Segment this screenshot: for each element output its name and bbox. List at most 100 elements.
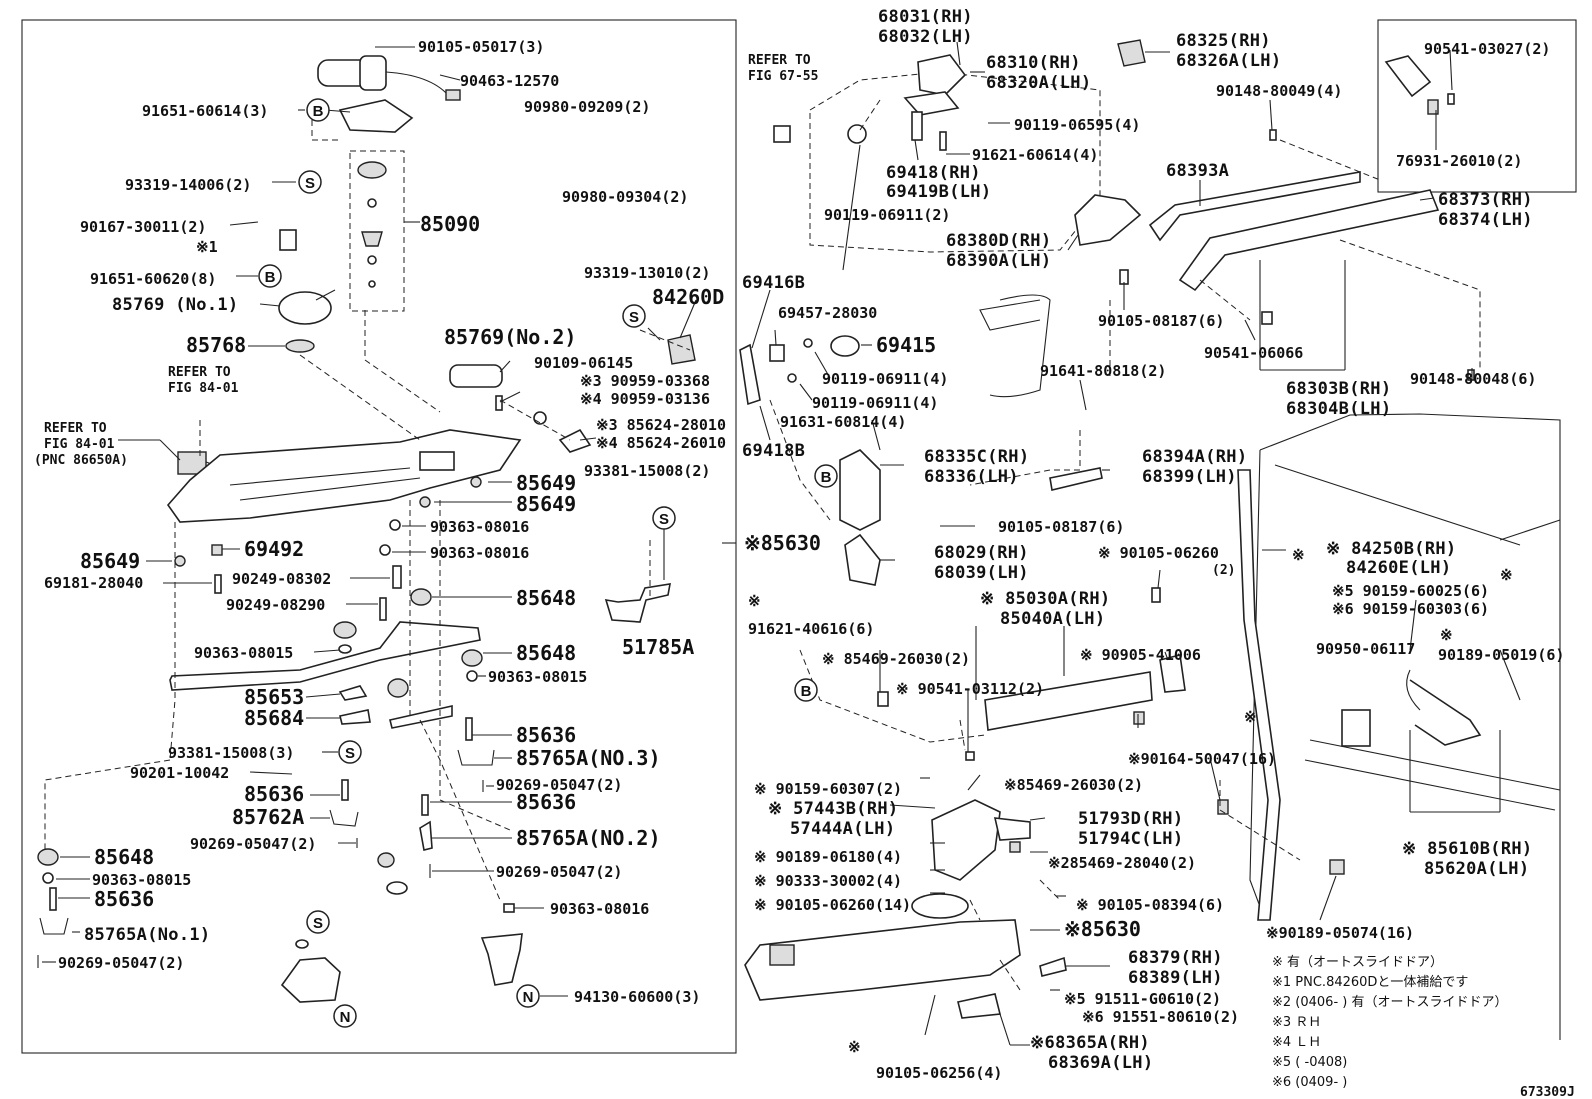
part-label: 85653 [244,685,304,709]
part-label: ※ 84250B(RH) [1326,539,1456,559]
note-line: ※4 ＬＨ [1272,1035,1321,1050]
part-label: 90980-09304(2) [562,188,688,206]
part-label: 76931-26010(2) [1396,152,1522,170]
part-label: 85762A [232,805,304,829]
part-label: 90980-09209(2) [524,98,650,116]
part-label: 90148-80048(6) [1410,370,1536,388]
part-label: 69418(RH) [886,163,981,183]
part-label: 91631-60814(4) [780,413,906,431]
part-label: 85636 [94,887,154,911]
part-label: 51785A [622,635,694,659]
part-label: 85090 [420,212,480,236]
part-label: 85769(No.2) [444,325,576,349]
part-label: ※85630 [744,531,821,555]
part-label: ※ [1500,566,1513,584]
part-label: 69181-28040 [44,574,143,592]
part-label: 68380D(RH) [946,231,1051,251]
part-label: ※ [848,1038,861,1056]
notes: ※ 有（オートスライドドア） ※1 PNC.84260Dと一体補給です ※2 (… [1272,955,1507,1090]
circle-letter: B [814,464,838,488]
circle-letter-text: S [345,745,355,762]
part-label: 85649 [516,492,576,516]
part-label: 93319-13010(2) [584,264,710,282]
part-label: 90363-08015 [194,644,293,662]
note-line: ※2 (0406- ) 有（オートスライドドア） [1272,995,1507,1010]
part-label: 90105-05017(3) [418,38,544,56]
left-panel-labels: 90105-05017(3) 90463-12570 91651-60614(3… [34,38,726,1006]
part-label: 85649 [80,549,140,573]
part-label: (2) [1212,563,1235,578]
part-label: 68031(RH) [878,7,973,27]
part-label: ※ 57443B(RH) [768,799,898,819]
left-panel-parts [37,55,696,1003]
part-label: 90201-10042 [130,764,229,782]
part-label: 69416B [742,273,805,293]
part-label: 69457-28030 [778,304,877,322]
part-label: 84260D [652,285,724,309]
part-label: 90269-05047(2) [496,863,622,881]
part-label: 91651-60614(3) [142,102,268,120]
part-label: 68379(RH) [1128,948,1223,968]
part-label: 90119-06595(4) [1014,116,1140,134]
part-label: ※ 90333-30002(4) [754,872,902,890]
part-label: 90269-05047(2) [58,954,184,972]
part-label: 90363-08015 [92,871,191,889]
part-label: 85648 [94,845,154,869]
part-label: ※285469-28040(2) [1048,854,1196,872]
part-label: 90109-06145 [534,354,633,372]
left-panel-frame [21,19,737,1054]
part-label: ※ 90105-08394(6) [1076,896,1224,914]
part-label: ※3 85624-28010 [596,416,726,434]
part-label: 90249-08302 [232,570,331,588]
part-label: 90363-08016 [550,900,649,918]
part-label: 57444A(LH) [790,819,895,839]
part-label: 90105-06256(4) [876,1064,1002,1082]
part-label: ※ 90105-06260(14) [754,896,911,914]
part-label: 51793D(RH) [1078,809,1183,829]
part-label: 85636 [516,723,576,747]
part-label: 84260E(LH) [1346,558,1451,578]
circle-letter-text: N [340,1009,351,1026]
part-label: 85636 [516,790,576,814]
part-label: 90189-05019(6) [1438,646,1564,664]
part-label: FIG 67-55 [748,69,818,84]
figure-id: 673309J [1520,1085,1575,1099]
note-line: ※5 ( -0408) [1272,1055,1347,1070]
part-label: 69419B(LH) [886,182,991,202]
part-label: 90269-05047(2) [190,835,316,853]
part-label: 85684 [244,706,304,730]
part-label: 85649 [516,471,576,495]
circle-letter-text: S [659,511,669,528]
part-label: ※3 90959-03368 [580,372,710,390]
part-label: 93381-15008(2) [584,462,710,480]
part-label: 85769 (No.1) [112,295,238,315]
circle-letter-text: N [523,989,534,1006]
circle-letter-text: B [801,683,812,700]
circle-letter: S [306,910,330,934]
circle-letter-text: S [313,915,323,932]
part-label: 85765A(NO.2) [516,826,661,850]
part-label: 85765A(NO.3) [516,746,661,770]
part-label: 69415 [876,333,936,357]
note-line: ※1 PNC.84260Dと一体補給です [1272,975,1468,990]
part-label: ※4 90959-03136 [580,390,710,408]
part-label: 93381-15008(3) [168,744,294,762]
part-label: ※85630 [1064,917,1141,941]
leader-lines [42,41,1521,1046]
part-label: FIG 84-01 [168,381,239,396]
part-label: ※ 85610B(RH) [1402,839,1532,859]
circle-letter-text: B [265,269,276,286]
part-label: ※6 91551-80610(2) [1082,1008,1239,1026]
part-label: ※ 90541-03112(2) [896,680,1044,698]
part-label: ※ [748,592,761,610]
part-label: 90541-06066 [1204,344,1303,362]
part-label: 68369A(LH) [1048,1053,1153,1073]
part-label: 90119-06911(4) [822,370,948,388]
part-label: ※ 90905-41006 [1080,646,1201,664]
part-label: ※ 85469-26030(2) [822,650,970,668]
inset-box-frame [1377,19,1577,193]
part-label: 68303B(RH) [1286,379,1391,399]
circle-letter: B [794,678,818,702]
part-label: 68394A(RH) [1142,447,1247,467]
part-label: 85636 [244,782,304,806]
